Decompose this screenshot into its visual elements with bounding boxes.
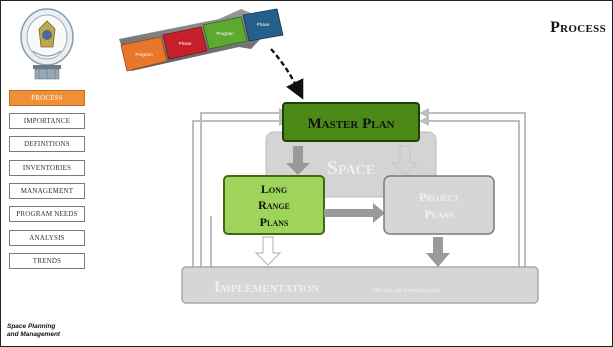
- master-plan-label: Master Plan: [308, 116, 395, 132]
- nav-importance-button[interactable]: IMPORTANCE: [9, 113, 85, 129]
- implementation-label: Implementation: [214, 279, 319, 296]
- step-4-label: Phase: [257, 22, 270, 27]
- arrow-long-range-to-impl: [254, 236, 282, 266]
- footer-caption: Space Planning and Management: [7, 323, 87, 339]
- step-4-block: Phase: [242, 8, 284, 42]
- long-range-line-1: Long: [261, 182, 287, 196]
- project-plans-line-2: Plans: [425, 207, 454, 221]
- step-2-block: Phase: [162, 26, 208, 60]
- dashed-arrow: [270, 48, 304, 100]
- long-range-plans-box: [223, 175, 325, 235]
- arrow-long-range-to-project: [324, 203, 385, 223]
- master-plan-box: [282, 102, 420, 142]
- step-1-label: Program: [135, 52, 153, 57]
- nav-trends-button[interactable]: TRENDS: [9, 253, 85, 269]
- long-range-line-2: Range: [258, 198, 290, 212]
- step-3-block: Program: [202, 16, 248, 50]
- step-2-label: Phase: [179, 41, 192, 46]
- feedback-loops: [192, 112, 526, 269]
- arrow-master-to-long-range: [286, 146, 310, 175]
- space-label: Space: [327, 157, 375, 179]
- arrow-project-to-impl: [426, 237, 450, 267]
- nav-program-needs-button[interactable]: PROGRAM NEEDS: [9, 206, 85, 222]
- nav-process-button[interactable]: PROCESS: [9, 90, 85, 106]
- seal-logo-icon: [20, 8, 74, 80]
- project-plans-line-1: Project: [419, 190, 459, 204]
- implementation-sublabel: (Design and Construction): [373, 287, 440, 294]
- page-title: Process: [550, 19, 606, 36]
- nav-definitions-button[interactable]: DEFINITIONS: [9, 136, 85, 152]
- nav-inventories-button[interactable]: INVENTORIES: [9, 160, 85, 176]
- footer-line-2: and Management: [7, 331, 61, 338]
- project-plans-box: [383, 175, 495, 235]
- step-3-label: Program: [216, 31, 234, 36]
- nav-management-button[interactable]: MANAGEMENT: [9, 183, 85, 199]
- arrow-master-to-project: [391, 145, 419, 176]
- long-range-line-3: Plans: [260, 215, 289, 229]
- nav-analysis-button[interactable]: ANALYSIS: [9, 230, 85, 246]
- footer-line-1: Space Planning: [7, 323, 56, 330]
- implementation-box: [181, 266, 539, 304]
- step-1-block: Program: [120, 36, 168, 72]
